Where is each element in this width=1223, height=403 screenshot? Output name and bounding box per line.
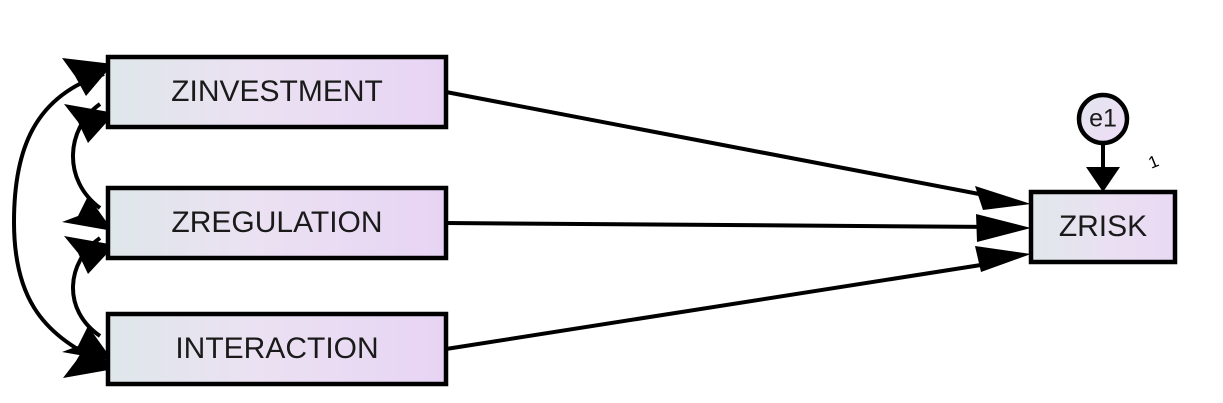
node-interaction-label: INTERACTION — [175, 332, 378, 365]
node-zinvestment[interactable]: ZINVESTMENT — [105, 54, 449, 130]
node-e1-circle — [1076, 92, 1130, 146]
node-e1[interactable]: e1 — [1076, 92, 1130, 146]
covariance-zregulation-interaction[interactable] — [62, 236, 115, 361]
node-zregulation-rect — [105, 185, 449, 261]
path-e1-zrisk-coefficient-text: 1 — [1146, 151, 1162, 172]
node-zinvestment-rect — [105, 54, 449, 130]
path-e1-zrisk-arrowhead — [1086, 167, 1120, 192]
covariance-zregulation-interaction-arrowhead-top — [64, 236, 115, 274]
path-zinvestment-zrisk[interactable] — [445, 90, 1031, 210]
path-zregulation-zrisk[interactable] — [445, 214, 1031, 242]
node-zinvestment-label: ZINVESTMENT — [171, 75, 383, 108]
path-zinvestment-zrisk-line — [445, 90, 1001, 200]
node-zrisk-label: ZRISK — [1059, 210, 1147, 243]
path-e1-zrisk-coefficient: 1 — [1146, 151, 1162, 172]
covariance-zinvestment-interaction[interactable] — [11, 58, 114, 378]
path-interaction-zrisk-line — [445, 260, 1001, 351]
node-zregulation[interactable]: ZREGULATION — [105, 185, 449, 261]
node-interaction-rect — [105, 311, 449, 387]
covariance-zinvestment-interaction-curve — [11, 72, 105, 364]
covariance-zinvestment-zregulation[interactable] — [62, 102, 115, 231]
covariance-zinvestment-interaction-arrowhead-bottom — [63, 341, 114, 378]
path-zregulation-zrisk-line — [445, 221, 1001, 229]
node-zrisk-rect — [1028, 189, 1178, 265]
node-interaction[interactable]: INTERACTION — [105, 311, 449, 387]
path-zregulation-zrisk-arrowhead — [976, 214, 1031, 242]
covariance-zregulation-interaction-arrowhead-bottom — [62, 326, 113, 361]
path-interaction-zrisk[interactable] — [445, 246, 1031, 351]
node-zrisk[interactable]: ZRISK — [1028, 189, 1178, 265]
path-interaction-zrisk-arrowhead — [975, 246, 1031, 272]
node-zregulation-label: ZREGULATION — [171, 206, 382, 239]
covariance-zinvestment-interaction-arrowhead-top — [62, 58, 113, 96]
covariance-zinvestment-zregulation-arrowhead-top — [64, 104, 115, 143]
path-zinvestment-zrisk-arrowhead — [975, 186, 1031, 210]
node-e1-label: e1 — [1089, 105, 1117, 133]
path-e1-zrisk[interactable]: 1 — [1086, 143, 1162, 192]
covariance-zinvestment-zregulation-arrowhead-bottom — [62, 196, 113, 231]
